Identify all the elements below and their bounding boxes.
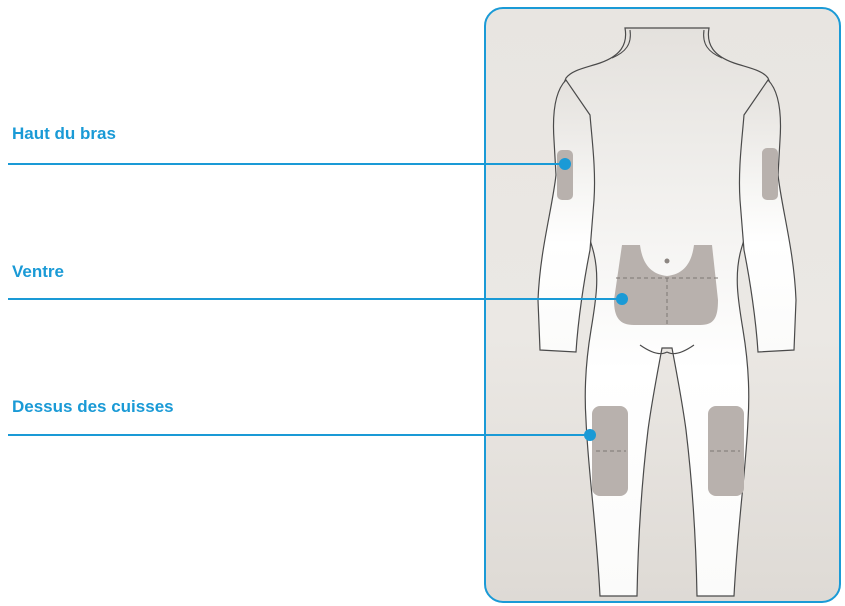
leader-line-upper-arm bbox=[8, 163, 565, 165]
marker-dot-abdomen bbox=[616, 293, 628, 305]
leader-line-thighs bbox=[8, 434, 588, 436]
marker-dot-upper-arm bbox=[559, 158, 571, 170]
zone-right-upper-arm bbox=[762, 148, 778, 200]
label-upper-arm: Haut du bras bbox=[12, 124, 116, 144]
label-abdomen: Ventre bbox=[12, 262, 64, 282]
marker-dot-thighs bbox=[584, 429, 596, 441]
leader-line-abdomen bbox=[8, 298, 620, 300]
label-thighs: Dessus des cuisses bbox=[12, 397, 174, 417]
navel bbox=[665, 259, 670, 264]
